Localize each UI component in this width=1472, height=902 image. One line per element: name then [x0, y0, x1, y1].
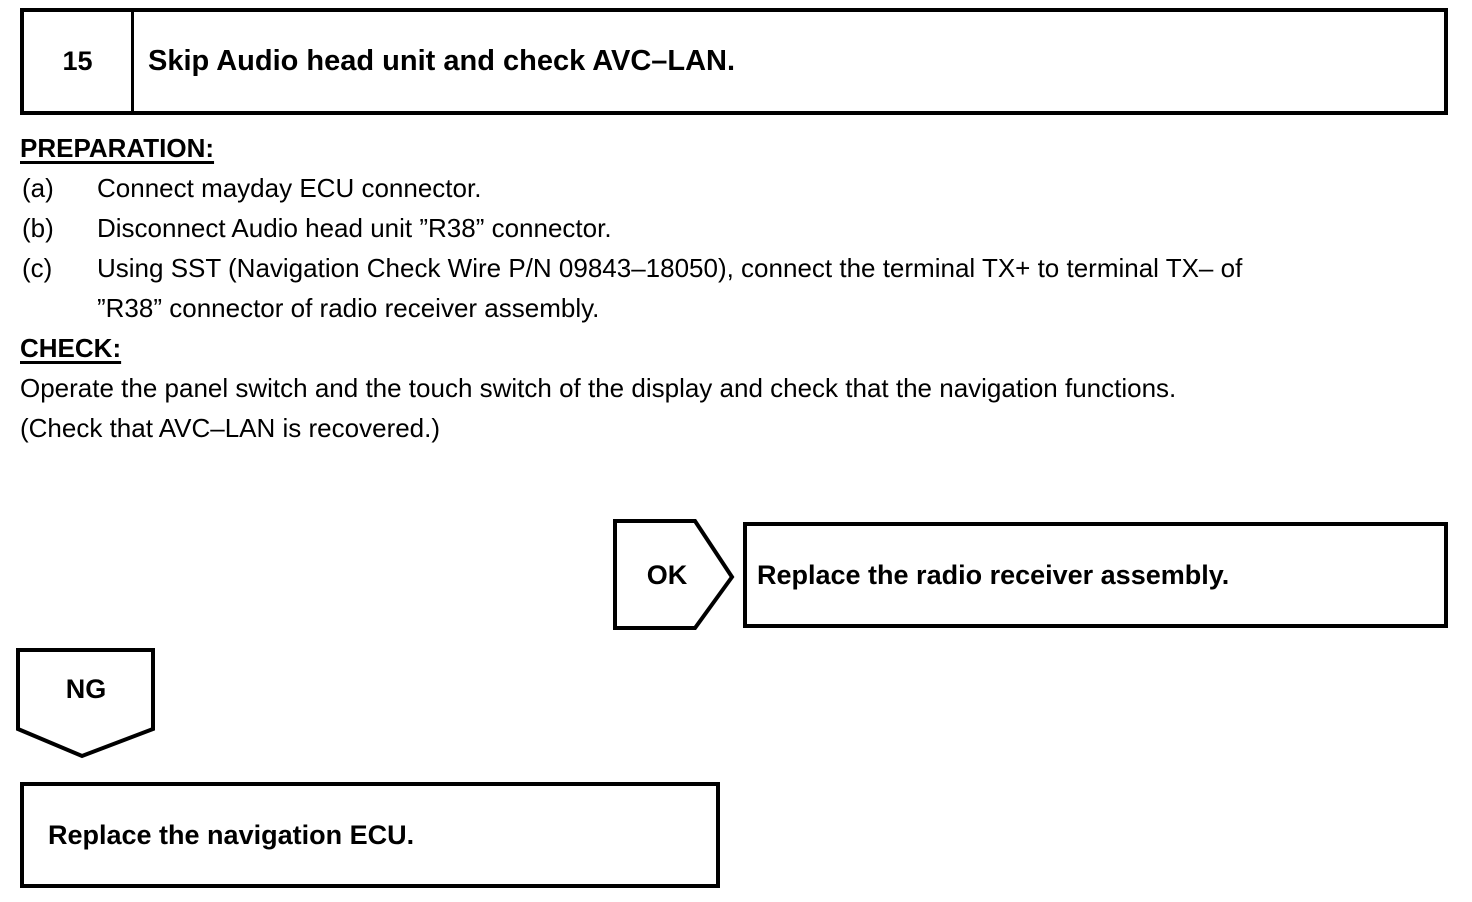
ok-result-text: Replace the radio receiver assembly.	[757, 559, 1230, 590]
preparation-heading: PREPARATION:	[20, 128, 1444, 168]
ok-pentagon-icon	[613, 519, 735, 630]
ok-result-box: Replace the radio receiver assembly.	[743, 522, 1448, 628]
list-item-line: ”R38” connector of radio receiver assemb…	[97, 293, 600, 323]
ng-arrow-shape: NG	[16, 648, 156, 760]
check-line: (Check that AVC–LAN is recovered.)	[20, 413, 441, 443]
list-item-line: Connect mayday ECU connector.	[97, 173, 482, 203]
ok-label: OK	[646, 559, 688, 590]
preparation-item: (c) Using SST (Navigation Check Wire P/N…	[20, 248, 1444, 328]
ok-pentagon-outline	[613, 519, 735, 630]
preparation-item: (b) Disconnect Audio head unit ”R38” con…	[20, 208, 1444, 248]
ng-result-box: Replace the navigation ECU.	[20, 782, 720, 888]
check-heading-label: CHECK:	[20, 333, 122, 363]
preparation-heading-label: PREPARATION:	[20, 133, 215, 163]
ng-pentagon-outline	[16, 648, 155, 759]
list-item-line: Disconnect Audio head unit ”R38” connect…	[97, 213, 612, 243]
check-heading: CHECK:	[20, 328, 1444, 368]
step-header-box: 15 Skip Audio head unit and check AVC–LA…	[20, 8, 1448, 115]
list-item-label: (b)	[22, 213, 54, 243]
ok-arrow-shape: OK	[613, 519, 735, 631]
step-title: Skip Audio head unit and check AVC–LAN.	[148, 45, 736, 77]
list-item-label: (c)	[22, 253, 53, 283]
step-number-cell: 15	[24, 12, 134, 111]
ng-result-text: Replace the navigation ECU.	[48, 819, 415, 850]
procedure-text: PREPARATION: (a) Connect mayday ECU conn…	[20, 128, 1444, 448]
check-line: Operate the panel switch and the touch s…	[20, 373, 1177, 403]
list-item-label: (a)	[22, 173, 54, 203]
preparation-item: (a) Connect mayday ECU connector.	[20, 168, 1444, 208]
ng-pentagon-icon	[16, 648, 155, 759]
ng-label: NG	[65, 674, 107, 704]
list-item-line: Using SST (Navigation Check Wire P/N 098…	[97, 253, 1243, 283]
